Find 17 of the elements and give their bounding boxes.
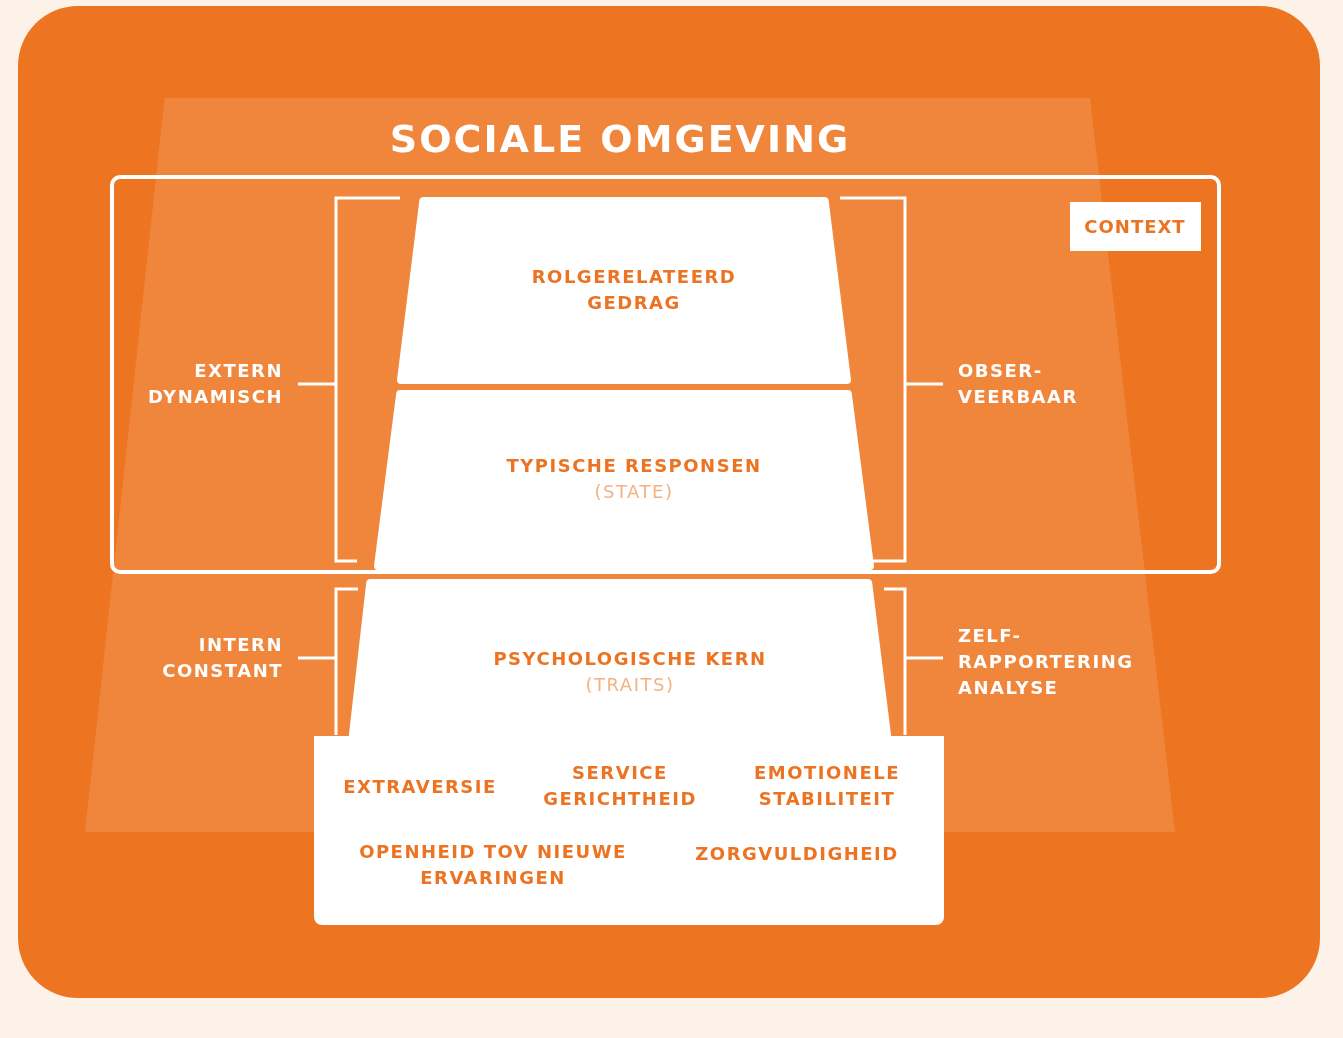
- node-label: PSYCHOLOGISCHE KERN: [492, 647, 768, 671]
- sublabel: (STATE): [593, 480, 675, 504]
- band-title: SOCIALE OMGEVING: [388, 116, 852, 162]
- trait-label: EMOTIONELE STABILITEIT: [753, 761, 901, 811]
- trait-label: ZORGVULDIGHEID: [694, 842, 900, 866]
- node-label: ROLGERELATEERD GEDRAG: [530, 265, 738, 315]
- node-label: TYPISCHE RESPONSEN: [505, 454, 763, 478]
- context-tag: CONTEXT: [1069, 202, 1201, 251]
- side-label: EXTERN DYNAMISCH: [147, 359, 283, 409]
- side-label: INTERN CONSTANT: [161, 633, 283, 683]
- trait-label: OPENHEID TOV NIEUWE ERVARINGEN: [358, 840, 628, 890]
- side-label: ZELF- RAPPORTERING ANALYSE: [958, 624, 1135, 700]
- side-label: OBSER- VEERBAAR: [958, 359, 1078, 409]
- trait-panel: [314, 736, 944, 925]
- trait-label: SERVICE GERICHTHEID: [542, 761, 698, 811]
- trait-label: EXTRAVERSIE: [342, 775, 498, 799]
- sublabel: (TRAITS): [584, 673, 676, 697]
